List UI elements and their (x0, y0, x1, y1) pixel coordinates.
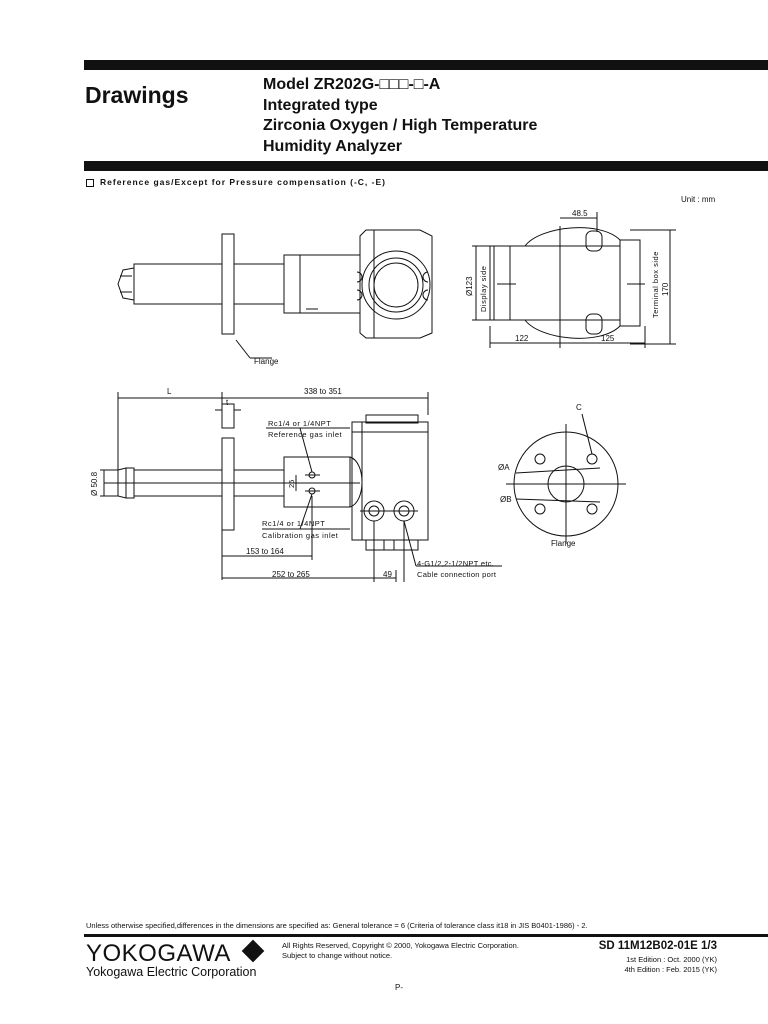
label-flange-c: C (576, 403, 582, 412)
label-122: 122 (515, 334, 529, 343)
diamond-logo-icon (241, 939, 265, 963)
model-line-3: Zirconia Oxygen / High Temperature (263, 117, 538, 134)
footer-rule (84, 934, 768, 937)
subheading: Reference gas/Except for Pressure compen… (86, 177, 386, 187)
label-rc-ref: Rc1/4 or 1/4NPT (268, 419, 331, 428)
side-view-top (117, 229, 433, 359)
end-view (472, 212, 676, 348)
label-flange-bottom: Flange (551, 539, 576, 548)
section-title: Drawings (85, 82, 189, 108)
edition-4: 4th Edition : Feb. 2015 (YK) (624, 965, 717, 974)
doc-number: SD 11M12B02-01E 1/3 (598, 940, 717, 952)
label-d123: Ø123 (465, 276, 474, 296)
label-125: 125 (601, 334, 615, 343)
subheading-text: Reference gas/Except for Pressure compen… (100, 177, 386, 187)
label-terminal-box-side: Terminal box side (651, 251, 660, 318)
model-line-4: Humidity Analyzer (263, 137, 402, 155)
label-338-351: 338 to 351 (304, 387, 342, 396)
label-48-5: 48.5 (572, 209, 588, 218)
unit-label: Unit : mm (681, 195, 716, 204)
top-rule (84, 60, 768, 70)
label-49: 49 (383, 570, 392, 579)
label-flange-top: Flange (254, 357, 279, 366)
section-view (100, 392, 502, 582)
header-bottom-rule (84, 161, 768, 171)
checkbox-icon (86, 178, 94, 187)
label-d50-8: Ø 50.8 (90, 471, 99, 496)
notice-text: Subject to change without notice. (282, 951, 393, 960)
page-number: P- (395, 983, 403, 992)
yokogawa-logo: YOKOGAWA (86, 939, 265, 968)
label-ref-inlet: Reference gas inlet (268, 430, 343, 439)
logo-text: YOKOGAWA (86, 940, 230, 967)
label-252-265: 252 to 265 (272, 570, 310, 579)
label-cable-port: Cable connection port (417, 570, 497, 579)
flange-view (506, 413, 626, 544)
model-title-block: Model ZR202G-□□□-□-A Integrated type Zir… (263, 75, 537, 157)
model-line-1: Model ZR202G-□□□-□-A (263, 76, 441, 93)
label-cal-inlet: Calibration gas inlet (262, 531, 339, 540)
company-name: Yokogawa Electric Corporation (86, 965, 257, 979)
tolerance-note: Unless otherwise specified,differences i… (86, 921, 588, 930)
label-170: 170 (661, 282, 670, 296)
label-25: 25 (287, 480, 296, 488)
rights-text: All Rights Reserved, Copyright © 2000, Y… (282, 941, 519, 950)
model-line-2: Integrated type (263, 96, 378, 114)
label-L: L (167, 387, 172, 396)
label-flange-b: ØB (500, 495, 512, 504)
label-display-side: Display side (479, 266, 488, 312)
label-153-164: 153 to 164 (246, 547, 284, 556)
label-t: t (226, 398, 229, 407)
technical-drawing: Flange 48.5 Ø123 Display side Terminal b… (90, 209, 676, 582)
label-cable-thread: 4-G1/2,2-1/2NPT etc. (417, 559, 494, 568)
edition-1: 1st Edition : Oct. 2000 (YK) (626, 955, 717, 964)
label-flange-a: ØA (498, 463, 510, 472)
label-rc-cal: Rc1/4 or 1/4NPT (262, 519, 325, 528)
